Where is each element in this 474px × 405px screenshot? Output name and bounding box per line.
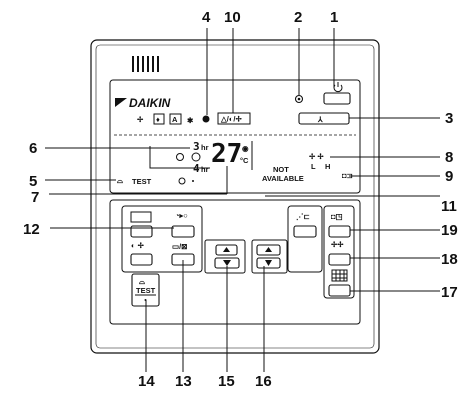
- timer-on-indicator: [191, 152, 201, 162]
- swing-icon: ⋰⊏: [296, 212, 311, 221]
- louver-button-group: [287, 205, 323, 273]
- auto-mode-icon: [169, 113, 182, 125]
- timer-mode-button[interactable]: [171, 225, 195, 238]
- operation-mode-button[interactable]: [328, 284, 351, 297]
- vent-slots: [132, 56, 159, 72]
- logo-mark: [115, 98, 127, 107]
- callout-9: 9: [445, 168, 453, 185]
- fan-speed-button[interactable]: [328, 253, 351, 266]
- daikin-logo: DAIKIN: [115, 96, 171, 110]
- callout-12: 12: [23, 221, 40, 238]
- callout-18: 18: [441, 251, 458, 268]
- test-button-icon: ⌓: [139, 277, 146, 286]
- heat-mode-icon: [202, 115, 210, 123]
- down-arrow-icon: [223, 260, 231, 266]
- ventilation-mode-button[interactable]: [130, 225, 153, 238]
- timer-onoff-icon: ▭/⊠: [172, 242, 188, 251]
- timer-on-hr-label: hr: [201, 143, 209, 152]
- ventilation-amount-icon: ◐ ✢: [131, 241, 145, 250]
- svg-text:△/◐/✢: △/◐/✢: [220, 115, 242, 124]
- dry-mode-icon: [153, 113, 165, 125]
- callout-14: 14: [138, 373, 155, 390]
- callout-6: 6: [29, 140, 37, 157]
- fan-speed-icon: ✢✢: [331, 240, 344, 249]
- timer-clock-icon: [176, 153, 184, 161]
- callout-7: 7: [31, 189, 39, 206]
- ventilation-amount-button[interactable]: [130, 253, 153, 266]
- airflow-direction-button[interactable]: [298, 112, 350, 125]
- callout-8: 8: [445, 149, 453, 166]
- test-clock-icon: [178, 177, 186, 185]
- thermometer-small-icon: ◉: [242, 144, 249, 153]
- callout-19: 19: [441, 222, 458, 239]
- fan-low-label: L: [311, 162, 316, 171]
- filter-reset-button[interactable]: [328, 225, 351, 238]
- callout-3: 3: [445, 110, 453, 127]
- timer-area: 3 hr 4 hr: [149, 140, 210, 175]
- louver-icon: ⅄: [317, 115, 324, 124]
- temp-up-arrow-icon: [265, 247, 272, 252]
- timer-on-hours: 3: [193, 140, 200, 153]
- power-button[interactable]: [323, 92, 351, 105]
- callout-1: 1: [330, 9, 338, 26]
- filter-reset-icon: ◘◳: [331, 212, 343, 221]
- callout-16: 16: [255, 373, 272, 390]
- temp-down-arrow-icon: [265, 260, 272, 266]
- ventilation-mode-icon: [130, 211, 152, 223]
- left-button-group: [121, 205, 203, 273]
- set-temperature: 27: [211, 139, 242, 169]
- callout-10: 10: [224, 9, 241, 26]
- central-control-icons: [217, 112, 251, 125]
- test-indicator: TEST: [132, 177, 152, 186]
- not-available-line2: AVAILABLE: [262, 174, 304, 183]
- swing-button[interactable]: [293, 225, 317, 238]
- fan-mode-icon: ✢: [137, 115, 144, 124]
- filter-sign-icon: ◘⊐: [342, 171, 354, 180]
- mode-icons-row: ✢ ♦ A ✱ △/◐/✢: [137, 112, 251, 125]
- callout-11: 11: [441, 198, 457, 215]
- not-available-line1: NOT: [273, 165, 289, 174]
- timer-mode-icon: ◔▸○: [175, 211, 188, 220]
- temperature-unit: °C: [240, 156, 249, 165]
- callout-17: 17: [441, 284, 458, 301]
- callout-numbers: 1 2 3 4 5 6 7 8 9 10 11 12 13 14 15 16 1…: [23, 9, 458, 390]
- cool-mode-icon: ✱: [187, 116, 194, 125]
- timer-adjust-group: [204, 239, 246, 274]
- test-button-label: TEST: [136, 286, 156, 295]
- fan-speed-icons: ✢ ✢: [309, 152, 324, 161]
- logo-text: DAIKIN: [129, 96, 171, 110]
- callout-13: 13: [175, 373, 192, 390]
- callout-15: 15: [218, 373, 235, 390]
- timer-off-hours: 4: [193, 162, 200, 175]
- upper-panel: [109, 79, 361, 194]
- inspection-icon: ⌓: [117, 176, 124, 185]
- timer-off-hr-label: hr: [201, 165, 209, 174]
- callout-2: 2: [294, 9, 302, 26]
- up-arrow-icon: [223, 247, 230, 252]
- callout-leaders: [45, 28, 440, 372]
- svg-text:♦: ♦: [156, 115, 160, 124]
- right-button-group: [323, 205, 355, 299]
- fan-high-label: H: [325, 162, 330, 171]
- svg-text:A: A: [172, 115, 178, 124]
- temperature-adjust-group: [251, 239, 288, 274]
- callout-4: 4: [202, 9, 211, 26]
- callout-5: 5: [29, 173, 37, 190]
